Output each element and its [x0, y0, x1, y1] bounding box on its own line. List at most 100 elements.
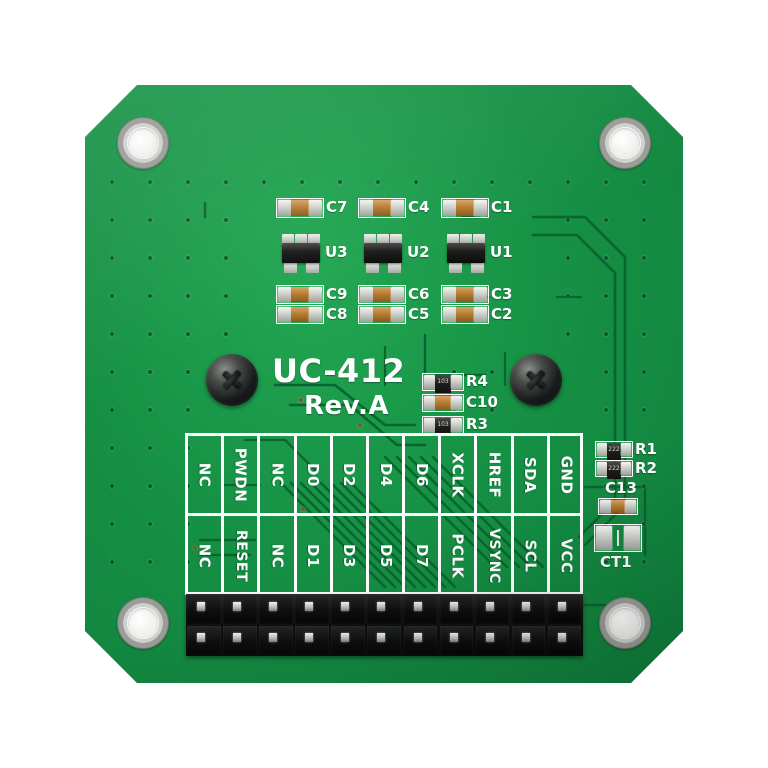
via — [300, 180, 304, 184]
pin-label-cell[interactable]: D3 — [333, 517, 366, 595]
header-socket[interactable] — [439, 626, 474, 655]
pin-label-cell[interactable]: D4 — [369, 436, 402, 514]
header-socket[interactable] — [295, 626, 329, 655]
pin-label-d7: D7 — [412, 544, 431, 568]
header-socket[interactable] — [223, 626, 257, 655]
pin-label-cell[interactable]: D5 — [369, 517, 402, 595]
component-body — [456, 307, 474, 322]
solder-pad — [278, 307, 291, 322]
refdes-c4: C4 — [408, 198, 430, 216]
via — [224, 180, 228, 184]
via — [642, 370, 646, 374]
header-pin — [521, 633, 530, 642]
ic-pad — [473, 234, 485, 244]
pin-label-cell[interactable]: D7 — [405, 517, 438, 595]
header-socket[interactable] — [367, 626, 402, 655]
via — [186, 370, 190, 374]
pin-label-cell[interactable]: PCLK — [441, 517, 474, 595]
solder-pad — [360, 200, 373, 216]
header-pin — [521, 602, 530, 611]
header-socket[interactable] — [331, 626, 365, 655]
pin-label-cell[interactable]: GND — [550, 436, 583, 514]
header-socket[interactable] — [259, 626, 293, 655]
via — [186, 408, 190, 412]
header-pin — [197, 633, 206, 642]
header-socket[interactable] — [439, 595, 474, 624]
header-socket[interactable] — [259, 595, 293, 624]
pin-label-cell[interactable]: D6 — [405, 436, 438, 514]
pin-label-cell[interactable]: HREF — [477, 436, 510, 514]
board-name-silkscreen: UC-412 — [272, 352, 406, 390]
header-socket[interactable] — [511, 595, 546, 624]
header-socket[interactable] — [511, 626, 546, 655]
pin-label-cell[interactable]: NC — [188, 517, 221, 595]
via — [490, 180, 494, 184]
via — [148, 256, 152, 260]
pin-label-cell[interactable]: VCC — [550, 517, 583, 595]
pin-label-d4: D4 — [376, 463, 395, 487]
solder-pad — [360, 307, 373, 322]
header-socket[interactable] — [331, 595, 365, 624]
component-body: 222 — [607, 462, 621, 479]
pin-label-d5: D5 — [376, 544, 395, 568]
grid-line-vertical — [257, 433, 261, 595]
pin-label-cell[interactable]: D2 — [333, 436, 366, 514]
pin-label-cell[interactable]: SCL — [514, 517, 547, 595]
pin-label-cell[interactable]: VSYNC — [477, 517, 510, 595]
refdes-u1: U1 — [490, 243, 513, 261]
via — [110, 446, 114, 450]
via — [148, 408, 152, 412]
via — [604, 218, 608, 222]
via-copper — [301, 507, 305, 511]
solder-pad — [443, 307, 456, 322]
pin-header-2x11[interactable] — [186, 594, 583, 656]
header-socket[interactable] — [223, 595, 257, 624]
via — [376, 180, 380, 184]
resistor-r3: 103 — [422, 416, 464, 436]
pin-label-sda: SDA — [521, 456, 540, 494]
solder-pad — [443, 200, 456, 216]
via — [566, 256, 570, 260]
pin-label-d3: D3 — [340, 544, 359, 568]
pin-label-d0: D0 — [304, 463, 323, 487]
ic-pad — [460, 234, 472, 244]
header-socket[interactable] — [475, 626, 510, 655]
pin-label-cell[interactable]: PWDN — [224, 436, 257, 514]
grid-line-horizontal — [185, 433, 583, 436]
header-socket[interactable] — [295, 595, 329, 624]
header-socket[interactable] — [547, 626, 582, 655]
ic-pad — [366, 262, 379, 273]
pin-label-pclk: PCLK — [448, 533, 467, 579]
pin-label-cell[interactable]: NC — [188, 436, 221, 514]
pin-label-cell[interactable]: RESET — [224, 517, 257, 595]
component-body — [611, 500, 625, 513]
header-pin — [341, 633, 350, 642]
grid-line-vertical — [329, 433, 333, 595]
component-body: 103 — [435, 418, 451, 436]
pin-label-cell[interactable]: D0 — [297, 436, 330, 514]
header-socket[interactable] — [187, 626, 221, 655]
ic-pad — [308, 234, 320, 244]
header-socket[interactable] — [403, 595, 438, 624]
refdes-r3: R3 — [466, 415, 488, 433]
via — [110, 256, 114, 260]
screw-right — [510, 354, 562, 406]
pin-label-cell[interactable]: NC — [260, 517, 293, 595]
via — [452, 408, 456, 412]
header-socket[interactable] — [187, 595, 221, 624]
pin-label-cell[interactable]: XCLK — [441, 436, 474, 514]
pin-label-cell[interactable]: D1 — [297, 517, 330, 595]
ic-pad — [447, 234, 459, 244]
capacitor-c1 — [441, 198, 489, 218]
refdes-ct1: CT1 — [600, 553, 632, 571]
pin-label-vcc: VCC — [557, 538, 576, 574]
pin-label-cell[interactable]: SDA — [514, 436, 547, 514]
phillips-slot-icon — [523, 367, 549, 393]
grid-line-vertical — [402, 433, 406, 595]
header-socket[interactable] — [547, 595, 582, 624]
header-socket[interactable] — [403, 626, 438, 655]
header-socket[interactable] — [475, 595, 510, 624]
pin-label-cell[interactable]: NC — [260, 436, 293, 514]
header-socket[interactable] — [367, 595, 402, 624]
